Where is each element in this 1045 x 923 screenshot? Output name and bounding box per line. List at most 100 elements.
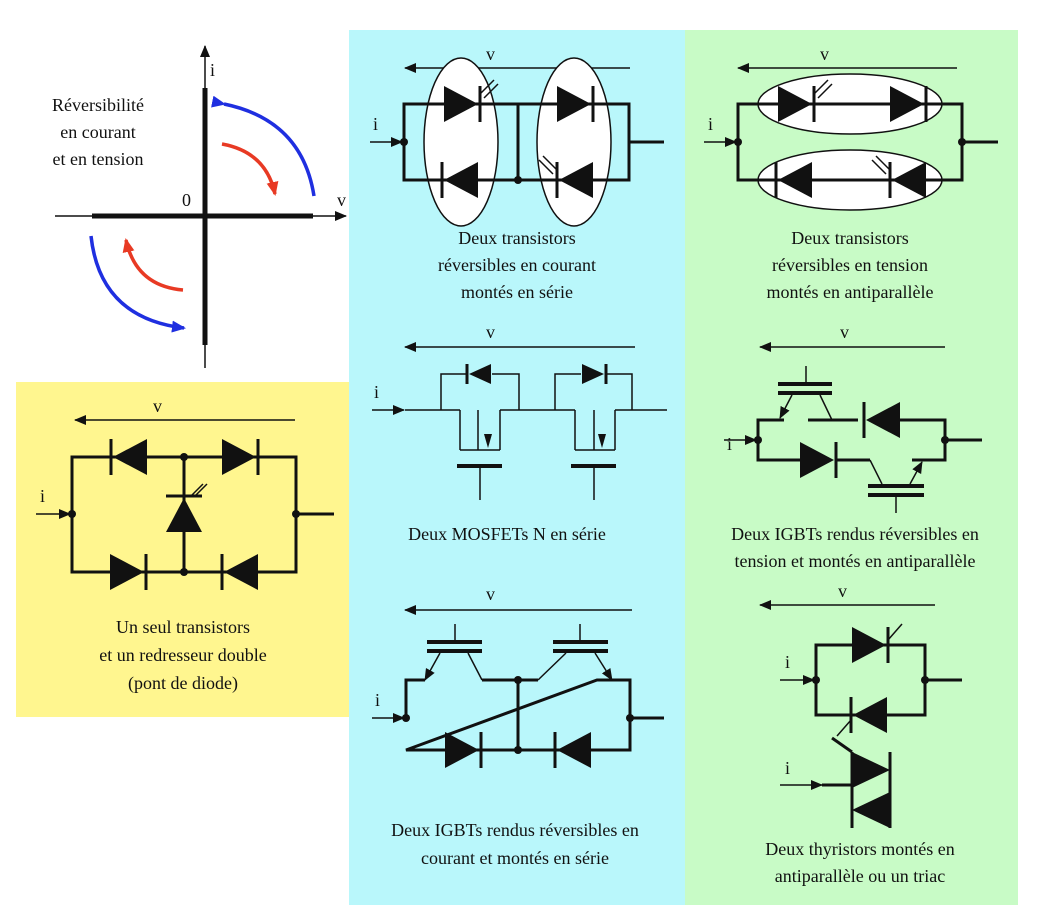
quadrant-caption-line-3: et en tension — [53, 149, 144, 169]
thyristor-i-label: i — [785, 652, 790, 672]
series-current-ellipse-right — [536, 57, 612, 227]
igbt-series-left-emitter — [424, 652, 441, 681]
igbt-series-left-collector — [467, 652, 483, 681]
series-current-transistor-left-gate — [479, 79, 495, 95]
thyristor-node-right — [921, 676, 929, 684]
antiparallel-caption-line-1: Deux transistors — [791, 228, 908, 248]
series-current-transistor-right-gate-2 — [538, 159, 554, 175]
red-arrow-first-quadrant — [221, 142, 279, 196]
bridge-diode-top-left — [113, 439, 147, 475]
thyristor-v-label: v — [838, 581, 847, 601]
bridge-v-label: v — [153, 396, 162, 416]
bridge-central-transistor-gate — [190, 483, 204, 497]
bridge-node-left — [68, 510, 76, 518]
series-current-ellipse-left — [423, 57, 499, 227]
bridge-i-label: i — [40, 486, 45, 506]
series-current-caption-line-2: réversibles en courant — [438, 255, 596, 275]
mosfet-right-body-diode — [582, 364, 604, 384]
antiparallel-transistor-bottom — [892, 162, 926, 198]
mosfet-left-body-diode — [469, 364, 491, 384]
igbt-series-caption-line-2: courant et montés en série — [421, 848, 609, 868]
blue-arrow-third-quadrant — [89, 235, 186, 333]
quadrant-i-label: i — [210, 60, 215, 80]
mosfet-right-arrow — [598, 434, 606, 448]
circuit-mosfet-series: v i Deux MOSFETs N en série — [372, 322, 667, 544]
mosfet-right-channel — [574, 410, 616, 451]
series-current-caption-line-1: Deux transistors — [458, 228, 575, 248]
mosfet-left-channel — [459, 410, 501, 451]
antiparallel-node-left — [734, 138, 742, 146]
mosfet-caption-line-1: Deux MOSFETs N en série — [408, 524, 606, 544]
antiparallel-transistor-bottom-gate-2 — [871, 159, 887, 175]
series-current-i-label: i — [373, 114, 378, 134]
thyristor-caption-line-2: antiparallèle ou un triac — [775, 866, 945, 886]
igbt-series-caption-line-1: Deux IGBTs rendus réversibles en — [391, 820, 639, 840]
bridge-node-top — [180, 453, 188, 461]
igbt-series-node-bottom — [514, 746, 522, 754]
bridge-caption-line-1: Un seul transistors — [116, 617, 250, 637]
igbt-series-i-label: i — [375, 690, 380, 710]
series-current-node-middle — [514, 176, 522, 184]
bridge-diode-bottom-left — [110, 554, 144, 590]
circuit-antiparallel-voltage: v i Deux transistors réversibles en tens… — [704, 44, 998, 302]
igbt-antiparallel-node-left — [754, 436, 762, 444]
series-current-node-left — [400, 138, 408, 146]
circuit-thyristor-triac: v i i Deux thyristors montés en antipara… — [759, 581, 962, 886]
mosfet-left-arrow — [484, 434, 492, 448]
triac-gate — [831, 736, 853, 754]
igbt-series-right-collector — [537, 652, 567, 681]
igbt-antiparallel-bottom-wire — [756, 440, 947, 462]
circuit-igbt-antiparallel: v i Deux IGBTs rendus réversibles en ten… — [724, 322, 982, 571]
igbt-series-node-top — [514, 676, 522, 684]
igbt-series-diode-right — [557, 732, 591, 768]
quadrant-caption-line-1: Réversibilité — [52, 95, 144, 115]
circuit-series-current: v i Deux transistors réversibles en cour… — [370, 44, 664, 302]
thyristor-top-gate — [887, 623, 903, 641]
igbt-antiparallel-top-wire — [756, 418, 947, 440]
igbt-antiparallel-node-right — [941, 436, 949, 444]
antiparallel-i-label: i — [708, 114, 713, 134]
thyristor-caption-line-1: Deux thyristors montés en — [765, 839, 954, 859]
igbt-antiparallel-caption-line-1: Deux IGBTs rendus réversibles en — [731, 524, 979, 544]
antiparallel-caption-line-2: réversibles en tension — [772, 255, 928, 275]
igbt-series-node-left — [402, 714, 410, 722]
antiparallel-diode-top — [890, 86, 924, 122]
antiparallel-caption-line-3: montés en antiparallèle — [767, 282, 934, 302]
series-current-diode-left — [444, 162, 478, 198]
triac-lower-triangle — [852, 792, 890, 828]
circuit-igbt-series: v i Deux IGBTs rendus réversibles en cou… — [372, 584, 664, 868]
blue-arrow-first-quadrant — [211, 95, 316, 197]
igbt-series-node-right — [626, 714, 634, 722]
igbt-antiparallel-diode-bottom — [800, 442, 834, 478]
igbt-series-v-label: v — [486, 584, 495, 604]
circuit-bridge: v i Un seul transistors et un redresseur… — [36, 396, 334, 694]
quadrant-v-label: v — [337, 190, 346, 210]
thyristor-top — [852, 627, 886, 663]
igbt-series-right-emitter — [594, 652, 613, 681]
antiparallel-diode-bottom — [778, 162, 812, 198]
mosfet-right-diode-wire — [554, 373, 633, 410]
triac-i-label: i — [785, 758, 790, 778]
series-current-v-label: v — [486, 44, 495, 64]
thyristor-bottom — [853, 697, 887, 733]
antiparallel-transistor-top-gate — [813, 79, 829, 95]
igbt-series-frame-wire — [404, 678, 632, 752]
igbt-antiparallel-bottom-collector — [869, 459, 883, 485]
quadrant-origin-label: 0 — [182, 190, 191, 210]
series-current-diode-right — [557, 86, 591, 122]
antiparallel-v-label: v — [820, 44, 829, 64]
igbt-antiparallel-bottom-emitter — [909, 461, 923, 485]
bridge-node-right — [292, 510, 300, 518]
thyristor-node-left — [812, 676, 820, 684]
igbt-antiparallel-v-label: v — [840, 322, 849, 342]
bridge-node-bottom — [180, 568, 188, 576]
igbt-antiparallel-diode-top — [866, 402, 900, 438]
antiparallel-node-right — [958, 138, 966, 146]
series-current-transistor-right-gate — [542, 155, 558, 171]
antiparallel-transistor-top — [778, 86, 812, 122]
quadrant-caption-line-2: en courant — [60, 122, 135, 142]
mosfet-left-diode-wire — [440, 373, 520, 410]
igbt-antiparallel-top-emitter — [779, 394, 793, 419]
